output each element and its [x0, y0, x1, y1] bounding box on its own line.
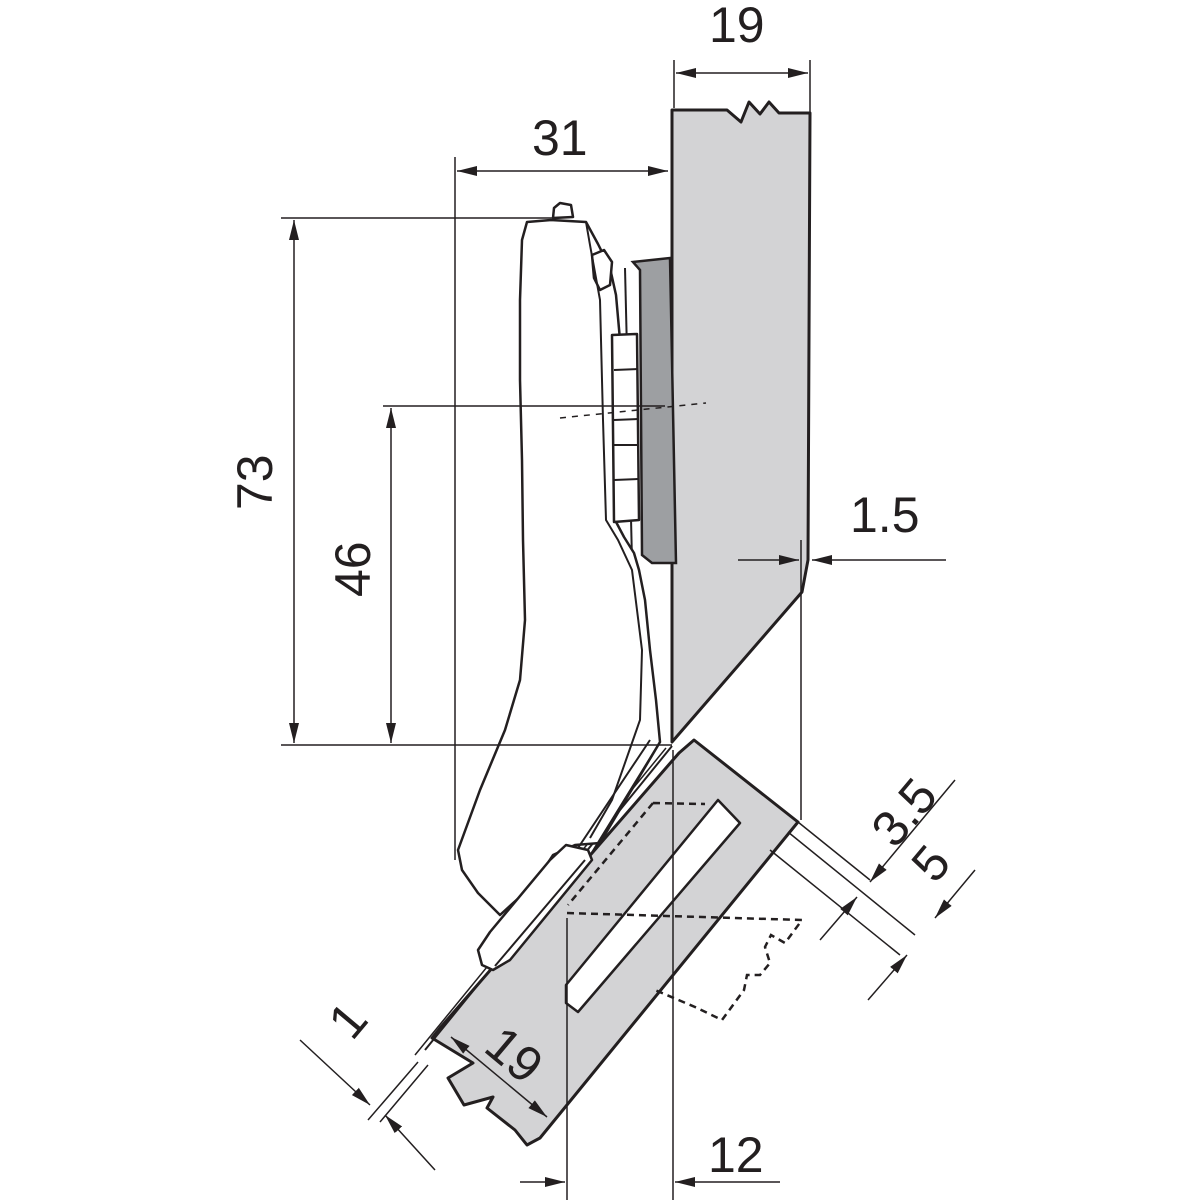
- dim-1-line-b: [384, 1114, 436, 1171]
- dim-31-label: 31: [532, 110, 588, 166]
- dim-19-door-line: [450, 1036, 548, 1118]
- mounting-plate: [630, 256, 678, 565]
- hinge-arm: [456, 218, 662, 917]
- dim-1-label: 1: [318, 992, 379, 1049]
- center-axis-dash: [559, 402, 707, 419]
- hinge-cup-hidden: [566, 801, 805, 1022]
- dim-3-5-ext-1: [797, 821, 871, 881]
- dim-5-line-b: [867, 954, 908, 1001]
- dim-3-5-ext-2: [787, 831, 916, 936]
- dim-73-label: 73: [227, 454, 283, 510]
- hinge-cup-outline: [564, 798, 742, 1014]
- dim-5-line: [934, 869, 976, 919]
- hinge-links: [610, 332, 641, 524]
- hinge-link-divisions: [613, 368, 639, 481]
- dim-3-5-line-b: [819, 896, 858, 941]
- hinge-cup-boss: [476, 843, 594, 972]
- dim-1-line-a: [299, 1039, 371, 1106]
- dim-3-5-line: [869, 779, 956, 883]
- hinge-cup-boss-line: [494, 859, 586, 967]
- hinge-knuckle-top: [551, 201, 575, 220]
- dim-1-ext: [367, 1061, 429, 1123]
- dim-46-label: 46: [325, 541, 381, 597]
- dim-3-5-label: 3.5: [861, 768, 949, 857]
- cabinet-side-panel: [670, 100, 812, 744]
- dim-12-label: 12: [708, 1127, 764, 1183]
- dim-19-top-label: 19: [709, 0, 765, 53]
- dim-5-ext: [769, 849, 901, 956]
- dim-1-5-label: 1.5: [850, 487, 920, 543]
- hinge-arm-inner: [585, 221, 644, 839]
